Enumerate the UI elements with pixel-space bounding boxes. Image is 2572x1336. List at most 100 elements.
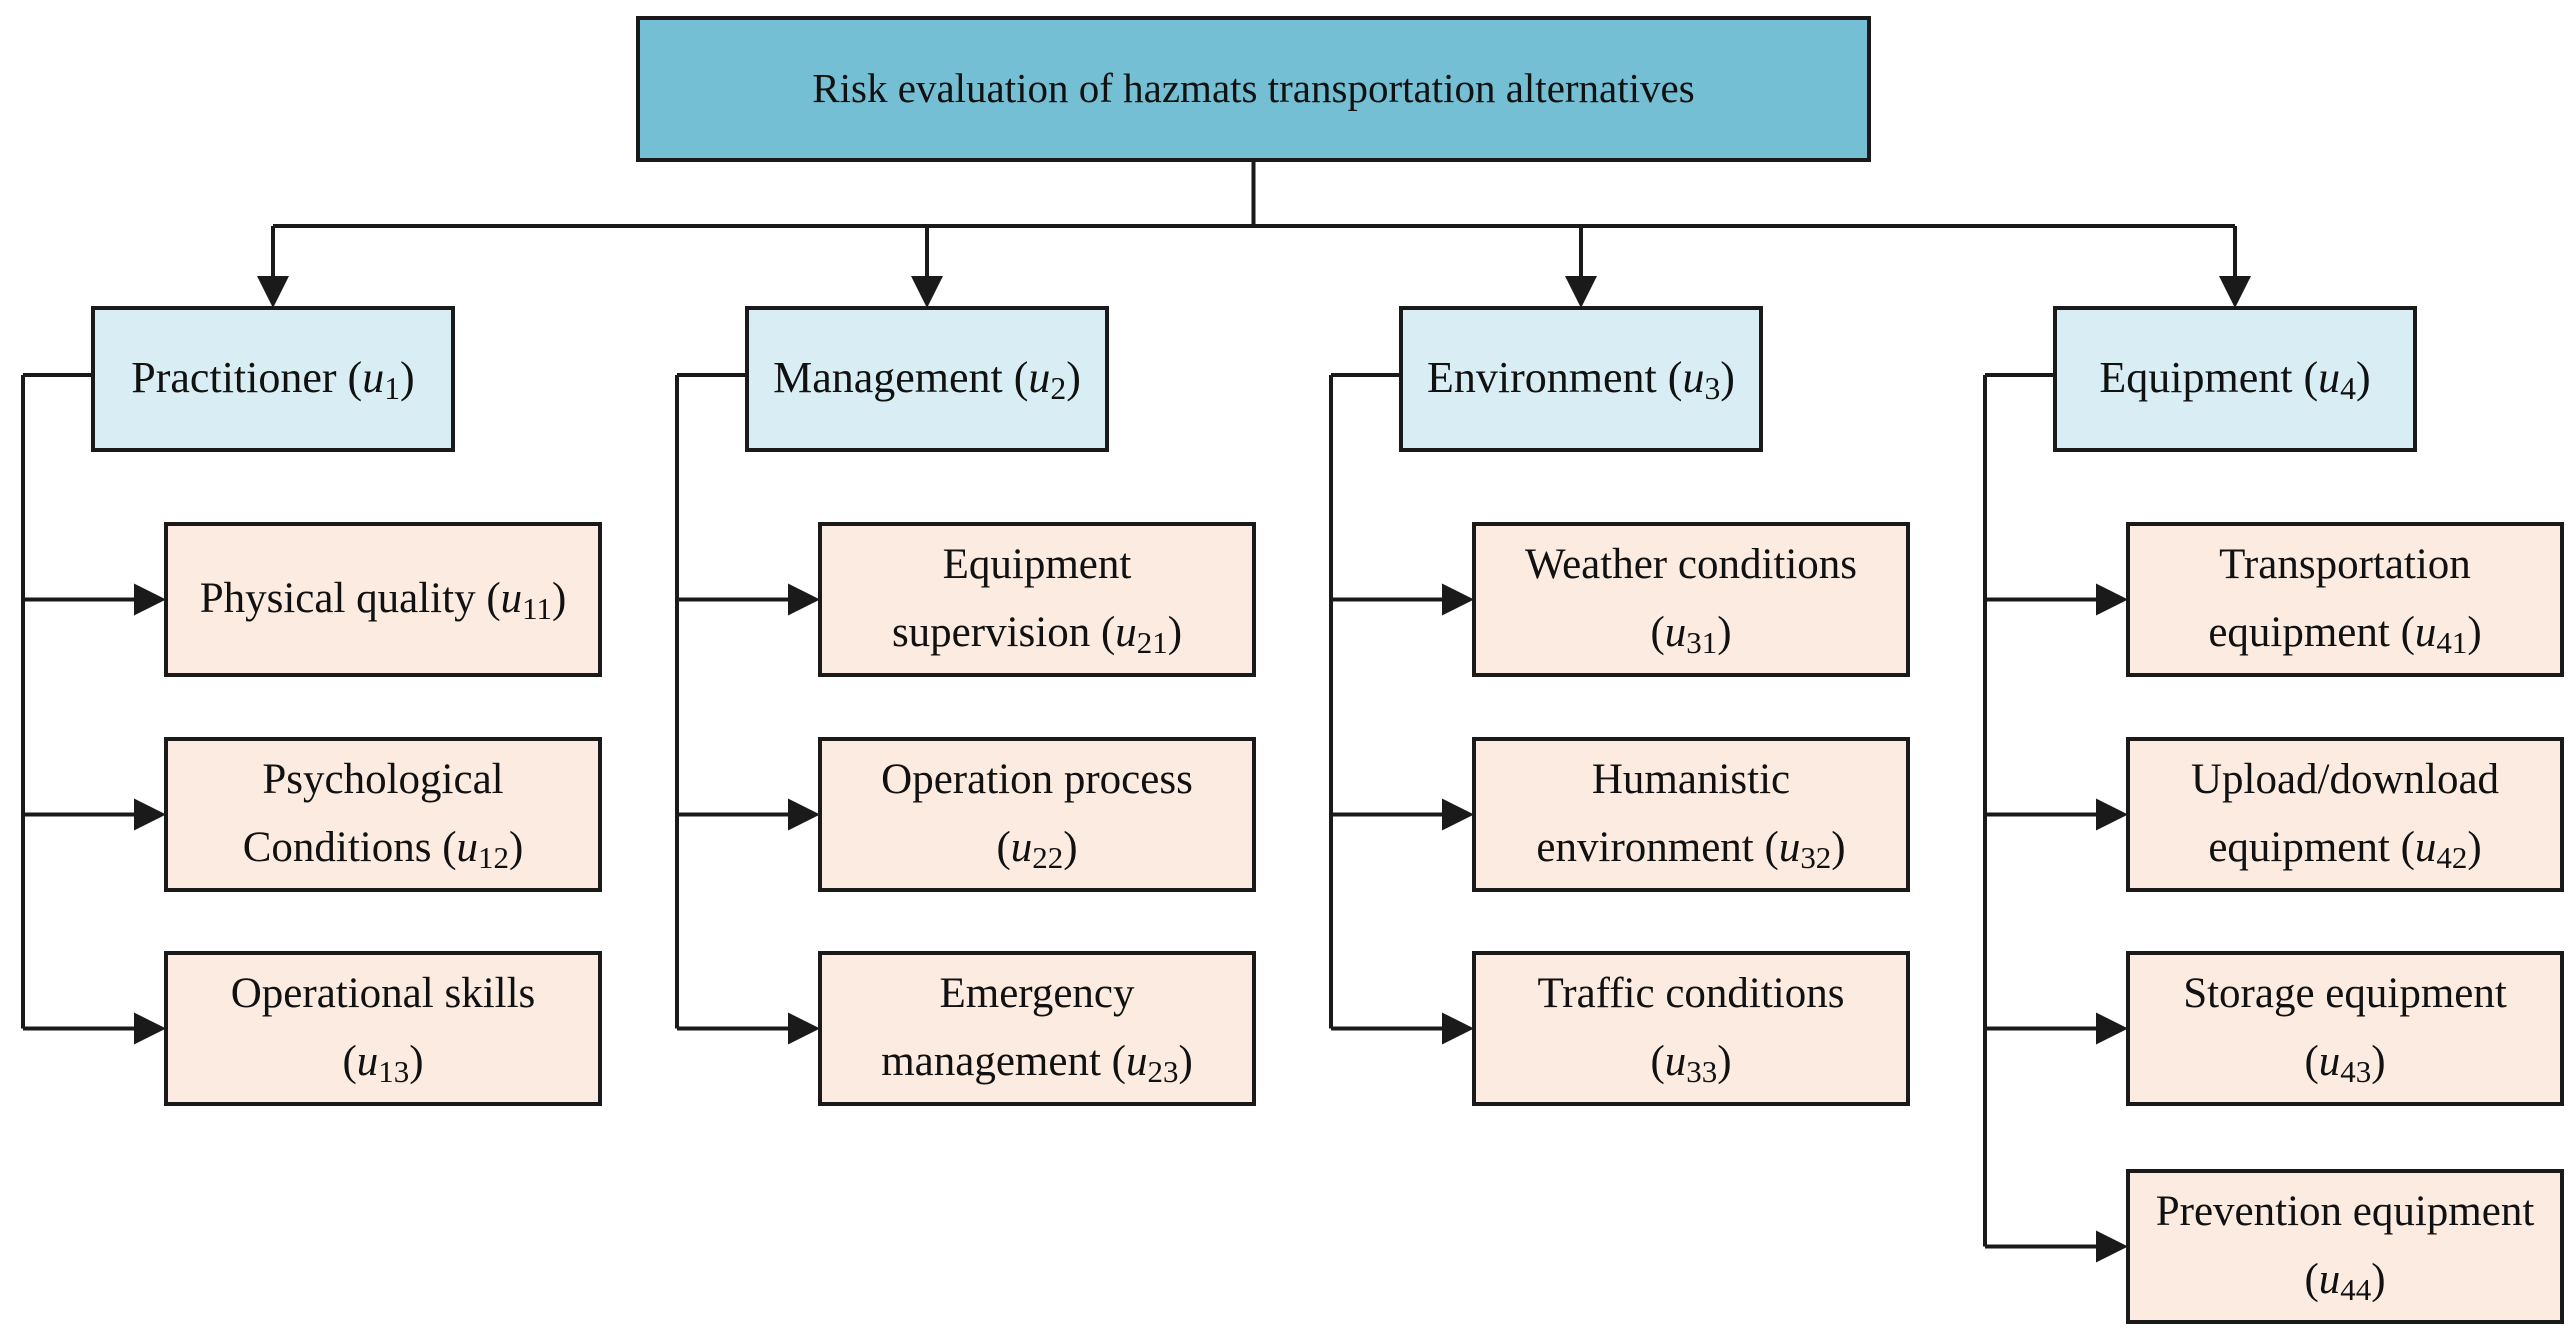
label-text: ( — [996, 824, 1011, 872]
label-line: (u33) — [1650, 1028, 1731, 1097]
variable-subscript: 11 — [522, 590, 552, 626]
label-text: Emergency — [939, 970, 1135, 1018]
label-line: Psychological — [262, 746, 503, 814]
label-text: Management ( — [773, 353, 1029, 403]
label-line: Practitioner (u1) — [131, 345, 414, 413]
item-node: Weather conditions(u31) — [1472, 522, 1910, 677]
label-line: Emergency — [939, 960, 1134, 1028]
label-line: Equipment (u4) — [2099, 345, 2370, 413]
label-text: supervision ( — [891, 609, 1116, 657]
label-line: Operation process — [881, 746, 1193, 814]
label-text: Operational skills — [230, 970, 536, 1018]
label-line: (u43) — [2304, 1028, 2385, 1097]
label-line: Operational skills — [231, 960, 536, 1028]
label-line: equipment (u41) — [2208, 599, 2481, 668]
variable-symbol: u13 — [356, 1038, 410, 1089]
closing-paren: ) — [1167, 609, 1183, 657]
label-text: Physical quality ( — [199, 575, 501, 623]
label-text: Environment ( — [1427, 353, 1683, 403]
item-node: Humanistic environment (u32) — [1472, 737, 1910, 892]
label-line: management (u23) — [881, 1028, 1193, 1097]
variable-symbol: u12 — [456, 824, 509, 875]
closing-paren: ) — [1717, 1038, 1732, 1086]
variable-symbol: u3 — [1682, 353, 1721, 407]
label-text: ( — [1650, 609, 1665, 657]
label-text: equipment ( — [2208, 824, 2415, 872]
closing-paren: ) — [2371, 1038, 2386, 1086]
variable-subscript: 12 — [478, 839, 509, 875]
closing-paren: ) — [1066, 353, 1081, 403]
closing-paren: ) — [409, 1038, 424, 1086]
label-text: environment ( — [1536, 824, 1779, 872]
variable-symbol: u43 — [2318, 1038, 2372, 1089]
label-text: Operation process — [881, 756, 1193, 804]
category-node: Practitioner (u1) — [91, 306, 455, 452]
label-line: (u13) — [342, 1028, 423, 1097]
label-line: Conditions (u12) — [243, 814, 524, 883]
item-node: Storage equipment(u43) — [2126, 951, 2564, 1106]
label-text: Prevention equipment — [2155, 1188, 2535, 1236]
label-text: Equipment — [942, 541, 1132, 589]
item-node: Emergency management (u23) — [818, 951, 1256, 1106]
variable-subscript: 44 — [2340, 1271, 2372, 1307]
closing-paren: ) — [1717, 609, 1732, 657]
label-text: equipment ( — [2208, 609, 2415, 657]
closing-paren: ) — [1720, 353, 1735, 403]
label-line: (u22) — [996, 814, 1077, 883]
variable-symbol: u31 — [1664, 609, 1718, 660]
variable-symbol: u4 — [2318, 353, 2356, 407]
category-node: Management (u2) — [745, 306, 1109, 452]
label-text: Traffic conditions — [1537, 970, 1845, 1018]
label-line: Physical quality (u11) — [200, 565, 567, 634]
label-line: supervision (u21) — [892, 599, 1182, 668]
label-text: Conditions ( — [242, 824, 457, 872]
label-text: Equipment ( — [2099, 353, 2319, 403]
variable-subscript: 42 — [2436, 839, 2468, 875]
label-text: Practitioner ( — [131, 353, 363, 403]
label-text: Upload/download — [2190, 756, 2500, 804]
item-node: Operation process (u22) — [818, 737, 1256, 892]
label-line: Storage equipment — [2183, 960, 2507, 1028]
closing-paren: ) — [1831, 824, 1846, 872]
variable-symbol: u22 — [1010, 824, 1064, 875]
label-line: (u31) — [1650, 599, 1731, 668]
item-node: Operational skills (u13) — [164, 951, 602, 1106]
variable-subscript: 23 — [1147, 1053, 1179, 1089]
variable-symbol: u32 — [1778, 824, 1832, 875]
variable-subscript: 2 — [1050, 371, 1067, 407]
category-node: Environment (u3) — [1399, 306, 1763, 452]
variable-subscript: 32 — [1800, 839, 1832, 875]
label-line: Humanistic — [1592, 746, 1790, 814]
label-line: Management (u2) — [773, 345, 1081, 413]
item-node: Equipment supervision (u21) — [818, 522, 1256, 677]
variable-subscript: 13 — [378, 1053, 410, 1089]
variable-symbol: u44 — [2318, 1256, 2372, 1307]
variable-symbol: u1 — [362, 353, 401, 407]
variable-subscript: 1 — [384, 371, 401, 407]
label-text: ( — [2304, 1256, 2319, 1304]
closing-paren: ) — [508, 824, 524, 872]
closing-paren: ) — [1178, 1038, 1193, 1086]
label-line: Equipment — [943, 531, 1132, 599]
item-node: Transportation equipment (u41) — [2126, 522, 2564, 677]
variable-symbol: u21 — [1115, 609, 1168, 660]
label-text: Humanistic — [1591, 756, 1791, 804]
variable-subscript: 21 — [1136, 624, 1168, 660]
label-line: Environment (u3) — [1427, 345, 1735, 413]
closing-paren: ) — [2371, 1256, 2386, 1304]
label-line: Transportation — [2219, 531, 2471, 599]
variable-subscript: 22 — [1032, 839, 1064, 875]
label-text: Transportation — [2219, 541, 2471, 589]
label-text: ( — [342, 1038, 357, 1086]
item-node: Prevention equipment (u44) — [2126, 1169, 2564, 1324]
label-text: management ( — [881, 1038, 1126, 1086]
closing-paren: ) — [2355, 353, 2371, 403]
label-line: Traffic conditions — [1538, 960, 1845, 1028]
label-line: Prevention equipment — [2156, 1178, 2535, 1246]
variable-symbol: u23 — [1125, 1038, 1179, 1089]
label-line: (u44) — [2304, 1246, 2385, 1315]
